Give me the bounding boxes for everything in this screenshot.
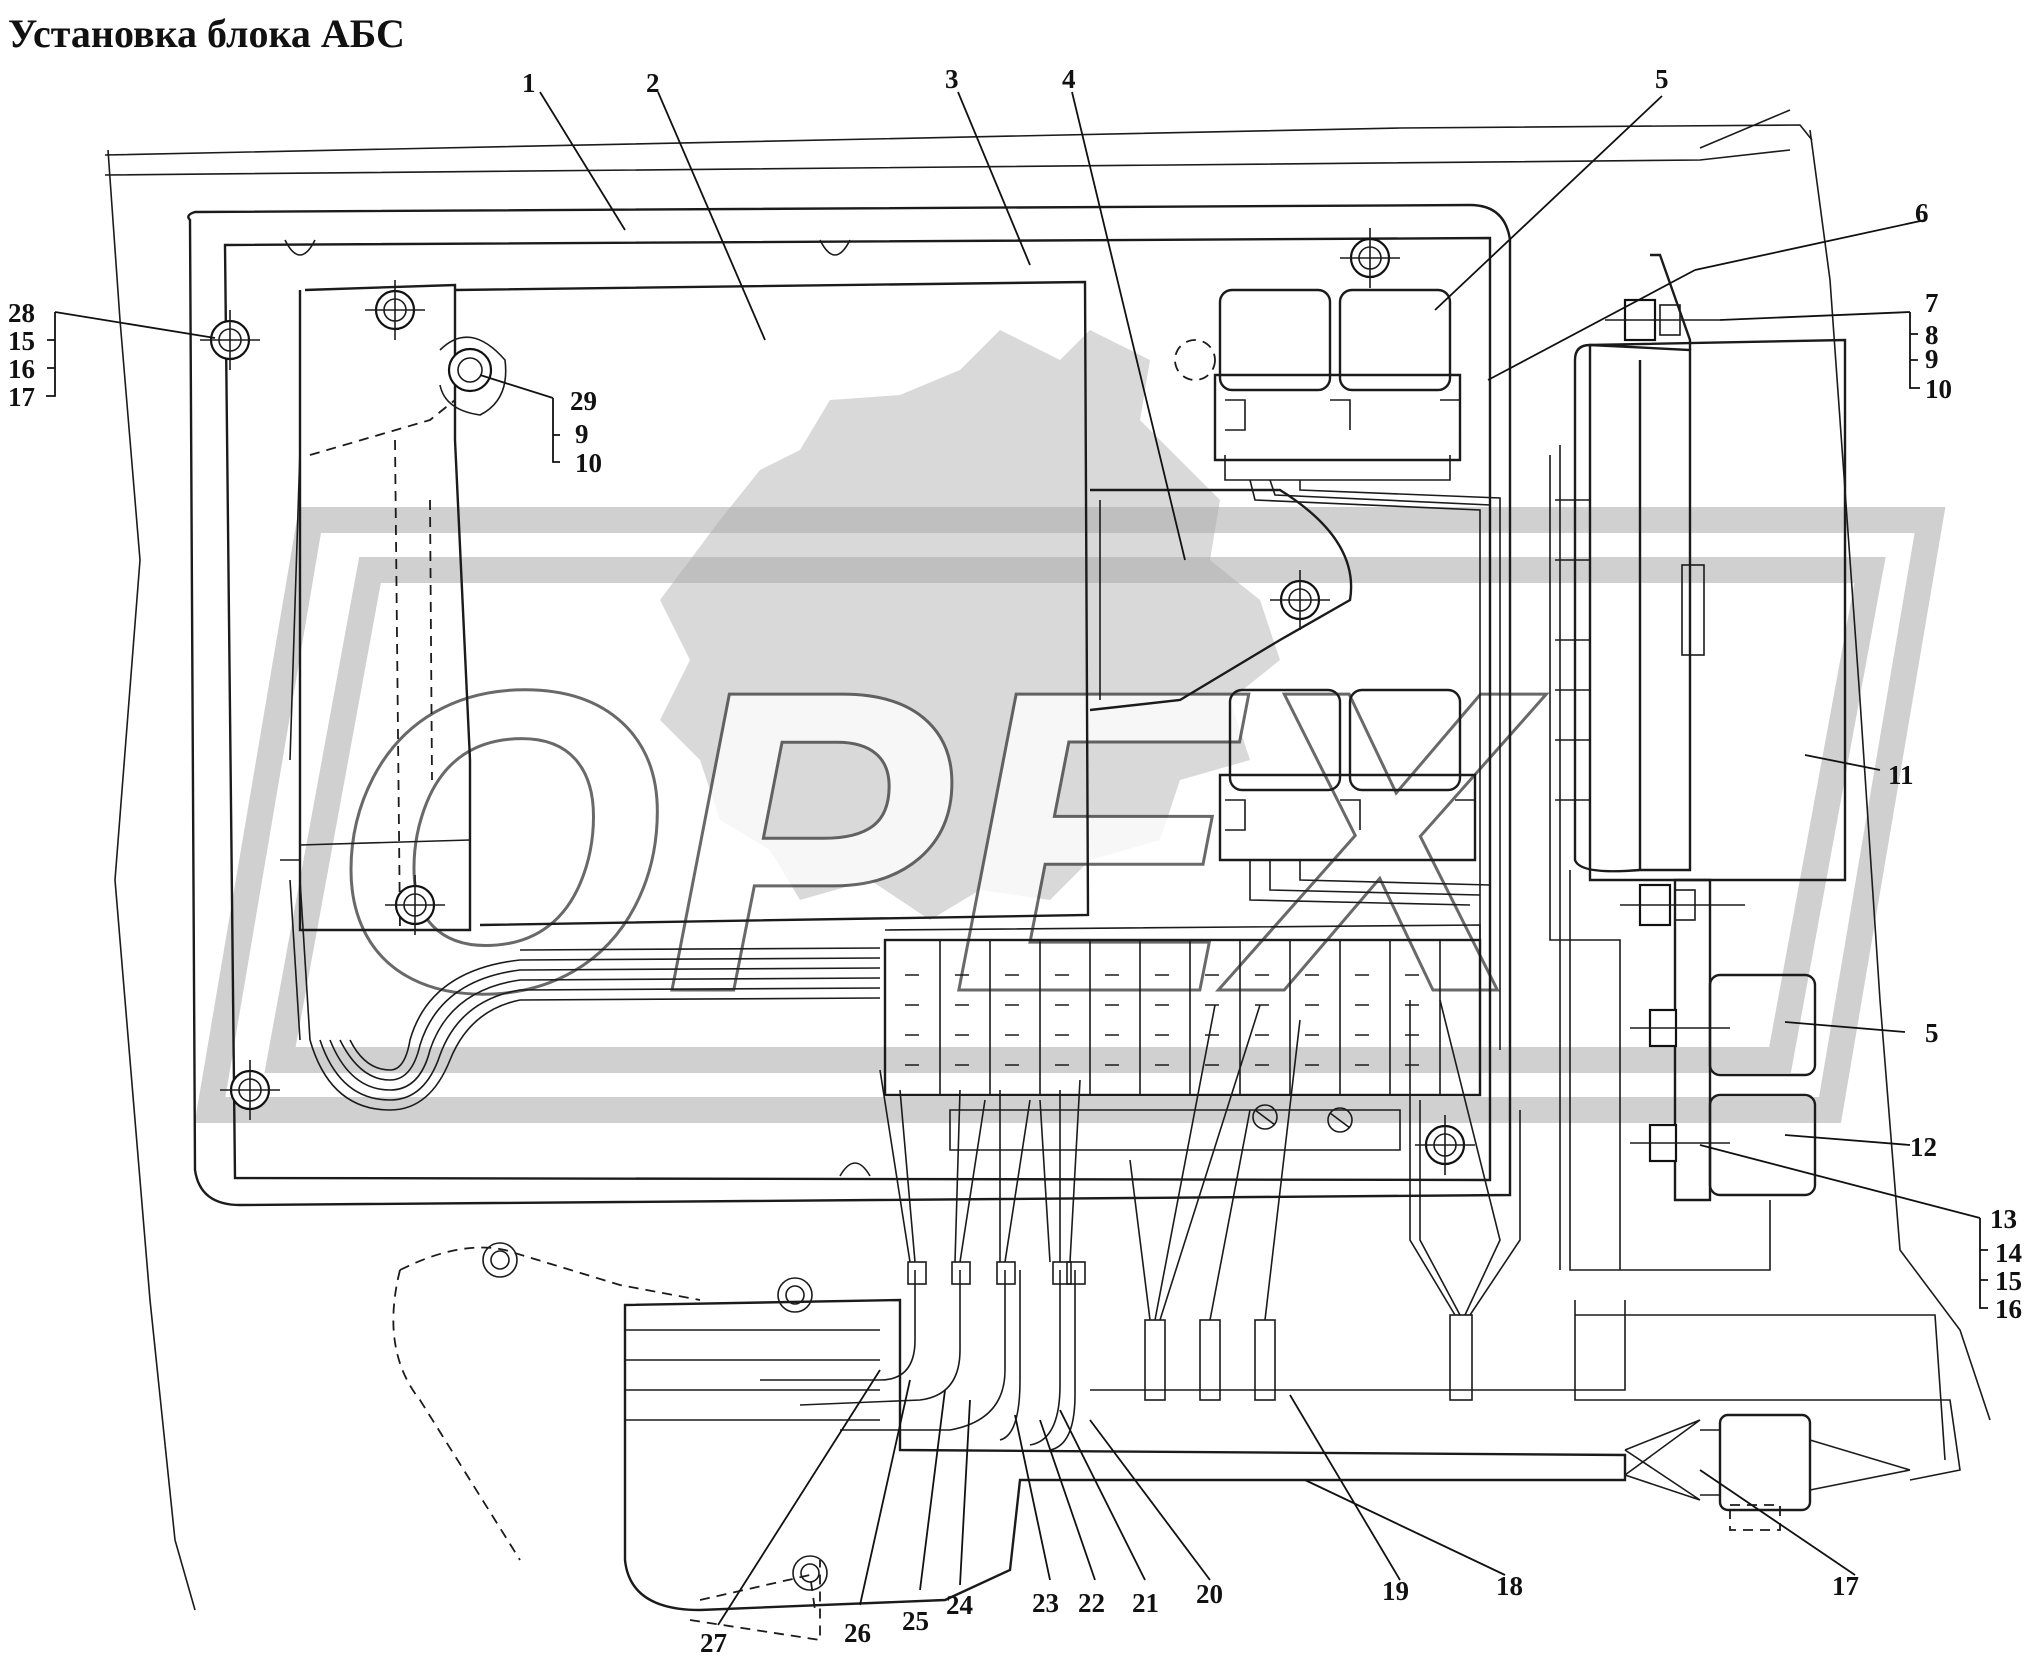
bolt-ecu-bottom (1620, 883, 1745, 927)
callout-1: 1 (522, 68, 536, 98)
relay-block-top (1174, 288, 1501, 1050)
watermark-logo: ОРЕХ (194, 330, 1946, 1123)
watermark-text: ОРЕХ (330, 602, 1547, 1082)
relay-block-middle (1218, 688, 1491, 906)
callout-8: 8 (1925, 320, 1939, 350)
callout-5-top: 5 (1655, 64, 1669, 94)
callout-2: 2 (646, 68, 660, 98)
callout-12: 12 (1910, 1132, 1937, 1162)
callout-22: 22 (1078, 1588, 1105, 1618)
callout-29: 29 (570, 386, 597, 416)
diagram-title: Установка блока АБС (8, 11, 405, 56)
support-plate (1089, 488, 1353, 712)
callout-16-left: 16 (8, 354, 35, 384)
callout-21: 21 (1132, 1588, 1159, 1618)
bolt-bracket-top (365, 280, 425, 340)
nut-lower-3 (792, 1555, 828, 1591)
abs-control-unit (1549, 338, 1847, 1270)
callout-7: 7 (1925, 288, 1939, 318)
leader-lines (46, 91, 1988, 1626)
bolt-relay-top (1340, 228, 1400, 288)
callout-4: 4 (1062, 64, 1076, 94)
callout-11: 11 (1888, 760, 1914, 790)
callout-28: 28 (8, 298, 35, 328)
callout-18: 18 (1496, 1571, 1523, 1601)
callout-16-right: 16 (1995, 1294, 2022, 1324)
right-bracket (1569, 253, 1961, 1481)
bolt-top-left (200, 310, 260, 370)
hidden-outline (392, 1246, 821, 1642)
callout-10-right: 10 (1925, 374, 1952, 404)
left-wire-harness (289, 879, 881, 1111)
callout-3: 3 (945, 64, 959, 94)
callout-14: 14 (1995, 1238, 2022, 1268)
harness-connector (1624, 1413, 1911, 1531)
callout-24: 24 (946, 1590, 973, 1620)
callout-26: 26 (844, 1618, 871, 1648)
bolt-relay-12 (1630, 1123, 1730, 1163)
bolt-relay-5 (1630, 1008, 1730, 1048)
vehicle-body-outline (104, 109, 1991, 1611)
screw-block-1 (1252, 1104, 1278, 1130)
mounting-plate (187, 203, 1512, 1207)
bolt-bracket-bottom (385, 875, 445, 935)
lower-wire-harness (623, 999, 1627, 1612)
callout-25: 25 (902, 1606, 929, 1636)
callout-15-right: 15 (1995, 1266, 2022, 1296)
screw-block-2 (1327, 1107, 1353, 1133)
callout-9-left: 9 (575, 419, 589, 449)
callout-13: 13 (1990, 1204, 2017, 1234)
callout-9-right: 9 (1925, 344, 1939, 374)
callout-19: 19 (1382, 1576, 1409, 1606)
bolt-bottom-left (220, 1060, 280, 1120)
callout-labels: 1 2 3 4 5 6 7 8 9 10 11 5 12 13 14 15 16… (8, 64, 2022, 1658)
bolt-ecu-top (1605, 298, 1720, 342)
nut-29 (439, 336, 507, 416)
callout-15-left: 15 (8, 326, 35, 356)
callout-20: 20 (1196, 1579, 1223, 1609)
bolt-plate-4 (1270, 570, 1330, 630)
fasteners (200, 228, 1745, 1591)
callout-17-bottom: 17 (1832, 1571, 1859, 1601)
callout-17-left: 17 (8, 382, 35, 412)
callout-6: 6 (1915, 198, 1929, 228)
bolt-bottom-right (1415, 1115, 1475, 1175)
nut-lower-1 (482, 1242, 518, 1278)
callout-5-right: 5 (1925, 1018, 1939, 1048)
callout-10-left: 10 (575, 448, 602, 478)
nut-lower-2 (777, 1277, 813, 1313)
callout-27: 27 (700, 1628, 727, 1658)
callout-23: 23 (1032, 1588, 1059, 1618)
abs-bracket (280, 280, 1090, 932)
terminal-block (883, 924, 1482, 1151)
